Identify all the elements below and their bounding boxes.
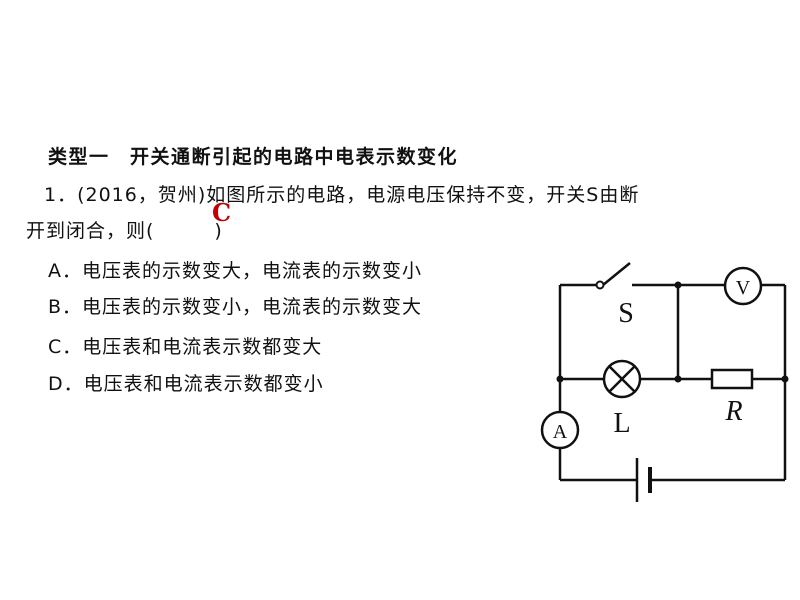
switch-lever xyxy=(602,262,631,286)
ammeter-label: A xyxy=(553,421,568,443)
question-stem-line2: 开到闭合，则( ) xyxy=(26,220,223,242)
section-heading: 类型一 开关通断引起的电路中电表示数变化 xyxy=(48,146,459,168)
ammeter-symbol xyxy=(540,410,580,450)
answer-mark: C xyxy=(212,198,232,227)
switch-contact xyxy=(595,280,605,290)
lamp-label: L xyxy=(613,408,630,439)
voltmeter-symbol xyxy=(723,266,763,306)
option-a: A．电压表的示数变大，电流表的示数变小 xyxy=(48,260,422,282)
battery-symbol xyxy=(635,458,652,502)
resistor-label: R xyxy=(724,396,742,427)
question-stem-line1: 1．(2016，贺州)如图所示的电路，电源电压保持不变，开关S由断 xyxy=(44,184,640,206)
switch-label: S xyxy=(618,298,634,329)
lamp-symbol xyxy=(602,359,642,399)
option-c: C．电压表和电流表示数都变大 xyxy=(48,336,323,358)
option-b: B．电压表的示数变小，电流表的示数变大 xyxy=(48,296,423,318)
voltmeter-label: V xyxy=(736,277,751,299)
option-d: D．电压表和电流表示数都变小 xyxy=(48,373,324,395)
circuit-diagram: V A S L R xyxy=(530,250,800,520)
resistor-symbol xyxy=(710,368,754,390)
